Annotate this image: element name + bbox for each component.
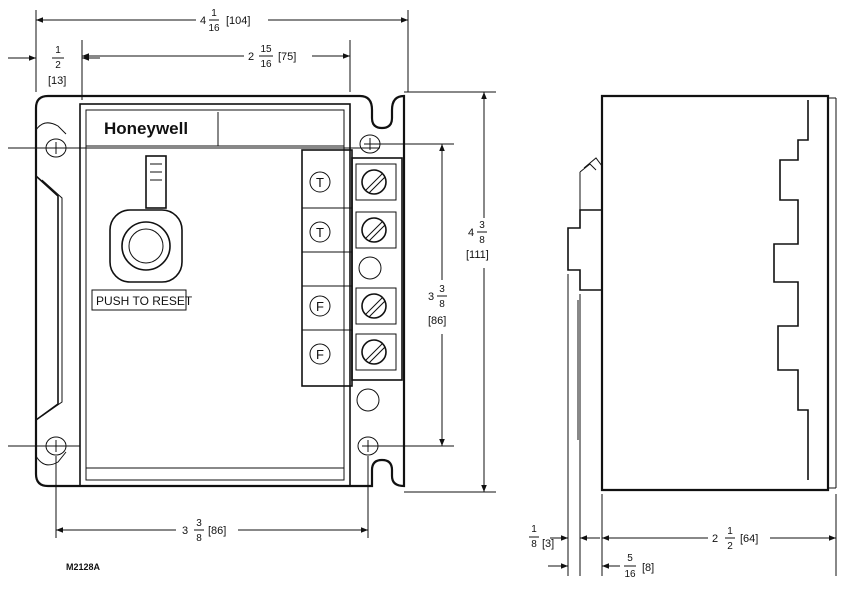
terminal-label-3: F — [309, 295, 331, 317]
terminal-block — [351, 157, 403, 381]
side-knob — [567, 209, 602, 291]
svg-text:F: F — [316, 347, 324, 362]
svg-text:15: 15 — [260, 44, 272, 55]
side-view — [567, 94, 837, 492]
terminal-empty-1 — [358, 256, 382, 280]
reset-label-box — [91, 289, 187, 311]
svg-text:T: T — [316, 225, 324, 240]
terminal-label-2: T — [309, 221, 331, 243]
svg-text:2: 2 — [727, 541, 733, 552]
svg-text:8: 8 — [531, 539, 537, 550]
svg-text:3: 3 — [479, 220, 485, 231]
reset-button-housing — [109, 209, 183, 283]
svg-text:[111]: [111] — [466, 249, 489, 261]
svg-text:[86]: [86] — [428, 315, 446, 327]
svg-text:[86]: [86] — [208, 525, 226, 537]
svg-text:4: 4 — [468, 227, 474, 239]
terminal-label-4: F — [309, 343, 331, 365]
svg-text:1: 1 — [211, 8, 217, 19]
left-flange — [35, 175, 59, 421]
svg-text:1: 1 — [531, 524, 537, 535]
terminal-empty-2 — [356, 388, 380, 412]
svg-text:3: 3 — [428, 291, 434, 303]
svg-text:16: 16 — [624, 569, 636, 580]
svg-text:2: 2 — [55, 60, 61, 71]
svg-text:3: 3 — [439, 284, 445, 295]
front-cover — [79, 103, 351, 487]
terminal-screw-4 — [355, 333, 397, 371]
dim-left-offset: 1 2 [13] — [8, 45, 100, 87]
terminal-screw-1 — [355, 163, 397, 201]
svg-text:8: 8 — [196, 533, 202, 544]
svg-text:3: 3 — [182, 525, 188, 537]
svg-text:16: 16 — [208, 23, 220, 34]
terminal-screw-2 — [355, 211, 397, 249]
svg-text:2: 2 — [712, 533, 718, 545]
svg-text:1: 1 — [727, 526, 733, 537]
drawing-code: M2128A — [66, 562, 101, 572]
dim-hole-to-right: 2 15 16 [75] — [82, 44, 350, 70]
side-body — [600, 94, 830, 492]
dim-flange: 1 8 [3] — [529, 524, 600, 550]
svg-text:1: 1 — [55, 45, 61, 56]
dim-overall-width: 4 1 16 [104] — [36, 8, 408, 34]
reset-label: PUSH TO RESET — [96, 294, 193, 308]
terminal-screw-3 — [355, 287, 397, 325]
front-view: Honeywell PUSH T — [34, 94, 406, 488]
dim-overall-height: 4 3 8 [111] — [466, 92, 489, 492]
dim-hole-vertical: 3 3 8 [86] — [428, 144, 447, 446]
dim-hole-horizontal: 3 3 8 [86] — [56, 518, 368, 544]
svg-text:[3]: [3] — [542, 538, 554, 550]
svg-text:[104]: [104] — [226, 15, 250, 27]
side-stepped-profile — [773, 100, 809, 480]
svg-text:5: 5 — [627, 553, 633, 564]
svg-text:T: T — [316, 175, 324, 190]
svg-text:16: 16 — [260, 59, 272, 70]
svg-text:8: 8 — [439, 299, 445, 310]
front-outer-body — [34, 94, 406, 488]
svg-text:3: 3 — [196, 518, 202, 529]
indicator-window — [145, 155, 167, 209]
terminal-label-1: T — [309, 171, 331, 193]
svg-text:2: 2 — [248, 51, 254, 63]
svg-text:8: 8 — [479, 235, 485, 246]
svg-text:[75]: [75] — [278, 51, 296, 63]
svg-text:[13]: [13] — [48, 75, 66, 87]
dim-depth: 2 1 2 [64] — [602, 526, 836, 552]
svg-text:[8]: [8] — [642, 562, 654, 574]
reset-button[interactable] — [121, 221, 171, 271]
brand-logo: Honeywell — [104, 119, 188, 138]
svg-text:F: F — [316, 299, 324, 314]
svg-text:4: 4 — [200, 15, 206, 27]
dim-knob: 5 16 [8] — [548, 553, 654, 580]
svg-text:[64]: [64] — [740, 533, 758, 545]
